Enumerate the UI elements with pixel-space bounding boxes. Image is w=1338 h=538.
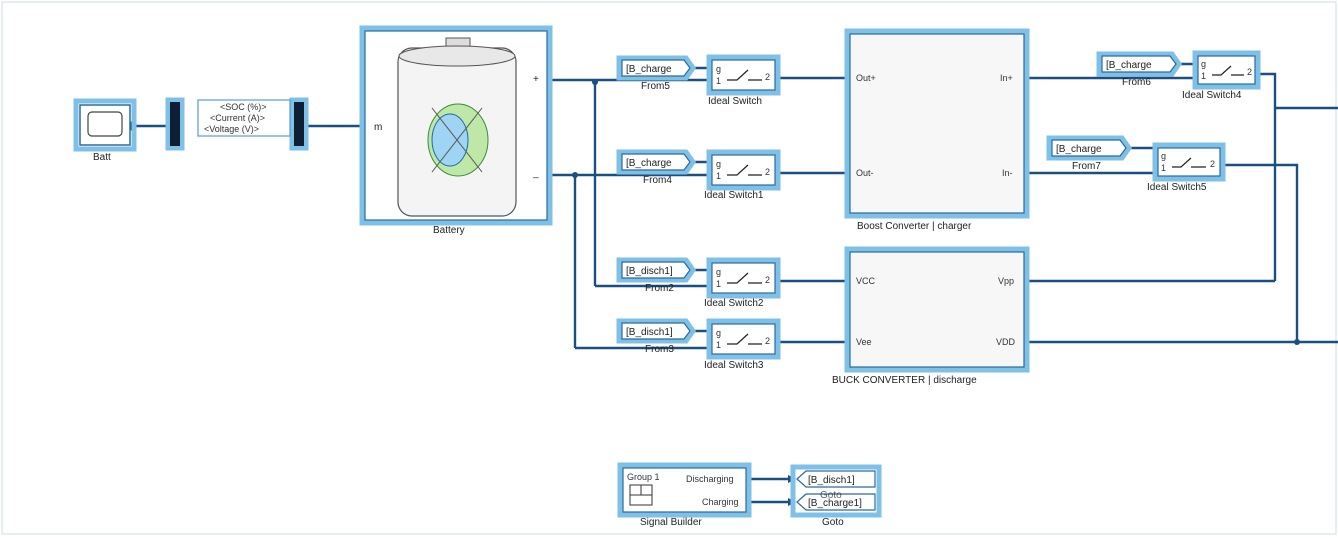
boost-converter-block[interactable]: Out+ Out- In+ In- Boost Converter | char…	[844, 28, 1030, 232]
from-block[interactable]: [B_charge From5	[616, 55, 697, 92]
battery-block[interactable]: m + _ Battery	[359, 25, 553, 236]
ideal-switch-label: Ideal Switch	[708, 96, 762, 107]
switch-in-port: 1	[1201, 71, 1206, 81]
from3-tag: [B_disch1]	[626, 327, 673, 338]
buck-converter-label: BUCK CONVERTER | discharge	[832, 375, 977, 386]
from7-name: From7	[1072, 161, 1101, 172]
ideal-switch-block[interactable]: g 1 2 Ideal Switch3	[704, 318, 781, 371]
boost-out-minus: Out-	[856, 168, 874, 178]
battery-m-port: m	[374, 122, 382, 133]
goto-overlap-text: Goto	[820, 490, 842, 501]
from5-name: From5	[641, 81, 670, 92]
switch-in-port: 1	[716, 279, 721, 289]
boost-in-minus: In-	[1002, 168, 1013, 178]
goto-tag-charge: [B_charge1]	[808, 498, 862, 509]
from2-tag: [B_disch1]	[626, 266, 673, 277]
ideal-switch-block[interactable]: g 1 2 Ideal Switch5	[1147, 142, 1226, 193]
ideal-switch2-label: Ideal Switch2	[704, 298, 764, 309]
ideal-switch5-label: Ideal Switch5	[1147, 182, 1207, 193]
ideal-switch3-label: Ideal Switch3	[704, 360, 764, 371]
switch-g-port: g	[716, 64, 721, 74]
from-block[interactable]: [B_disch1] From3	[616, 318, 697, 355]
from6-name: From6	[1122, 77, 1151, 88]
buck-vee-port: Vee	[856, 337, 872, 347]
scope-label: Batt	[93, 152, 111, 163]
switch-g-port: g	[1201, 59, 1206, 69]
boost-converter-label: Boost Converter | charger	[857, 221, 972, 232]
ideal-switch4-label: Ideal Switch4	[1182, 90, 1242, 101]
switch-out-port: 2	[1210, 159, 1215, 169]
boost-in-plus: In+	[1000, 73, 1013, 83]
bus-selector-block[interactable]: <SOC (%)> <Current (A)> <Voltage (V)>	[165, 97, 309, 151]
ideal-switch-block[interactable]: g 1 2 Ideal Switch4	[1182, 50, 1261, 101]
ideal-switch1-label: Ideal Switch1	[704, 190, 764, 201]
switch-in-port: 1	[716, 171, 721, 181]
switch-out-port: 2	[765, 167, 770, 177]
from-block[interactable]: [B_charge From7	[1046, 135, 1133, 172]
buck-vpp-port: Vpp	[998, 276, 1014, 286]
buck-vdd-port: VDD	[996, 337, 1016, 347]
switch-g-port: g	[1161, 151, 1166, 161]
switch-in-port: 1	[716, 76, 721, 86]
from-block[interactable]: [B_disch1] From2	[616, 257, 697, 294]
buck-converter-block[interactable]: VCC Vee Vpp VDD BUCK CONVERTER | dischar…	[832, 246, 1030, 386]
from-block[interactable]: [B_charge From6	[1096, 51, 1183, 88]
goto-label: Goto	[822, 517, 844, 528]
selector-voltage: <Voltage (V)>	[204, 124, 259, 134]
ideal-switch-block[interactable]: g 1 2 Ideal Switch	[706, 54, 781, 107]
battery-label: Battery	[433, 225, 465, 236]
ideal-switch-block[interactable]: g 1 2 Ideal Switch1	[704, 149, 781, 201]
switch-in-port: 1	[1161, 163, 1166, 173]
switch-g-port: g	[716, 328, 721, 338]
switch-g-port: g	[716, 267, 721, 277]
from4-name: From4	[643, 175, 672, 186]
signal-builder-label: Signal Builder	[640, 517, 702, 528]
signal-builder-block[interactable]: Group 1 Discharging Charging Signal Buil…	[617, 462, 752, 528]
ideal-switch-block[interactable]: g 1 2 Ideal Switch2	[704, 257, 781, 309]
from5-tag: [B_charge	[626, 64, 672, 75]
from3-name: From3	[645, 344, 674, 355]
buck-vcc-port: VCC	[856, 276, 876, 286]
goto-block[interactable]: [B_disch1] Goto [B_charge1] Goto	[790, 464, 882, 528]
from6-tag: [B_charge	[1106, 60, 1152, 71]
boost-out-plus: Out+	[856, 73, 876, 83]
signal-builder-group: Group 1	[627, 472, 660, 482]
from4-tag: [B_charge	[626, 158, 672, 169]
from7-tag: [B_charge	[1056, 144, 1102, 155]
signal-builder-charging: Charging	[702, 497, 739, 507]
switch-out-port: 2	[1247, 67, 1252, 77]
switch-out-port: 2	[765, 275, 770, 285]
from-block[interactable]: [B_charge From4	[616, 149, 697, 186]
selector-current: <Current (A)>	[210, 113, 265, 123]
switch-out-port: 2	[765, 72, 770, 82]
battery-plus-port: +	[533, 74, 539, 85]
signal-builder-discharging: Discharging	[686, 474, 734, 484]
from2-name: From2	[645, 283, 674, 294]
goto-tag-disch: [B_disch1]	[808, 475, 855, 486]
battery-minus-port: _	[532, 168, 539, 179]
switch-in-port: 1	[716, 340, 721, 350]
switch-g-port: g	[716, 159, 721, 169]
selector-soc: <SOC (%)>	[220, 102, 267, 112]
switch-out-port: 2	[765, 336, 770, 346]
scope-batt-block[interactable]: Batt	[73, 98, 137, 163]
